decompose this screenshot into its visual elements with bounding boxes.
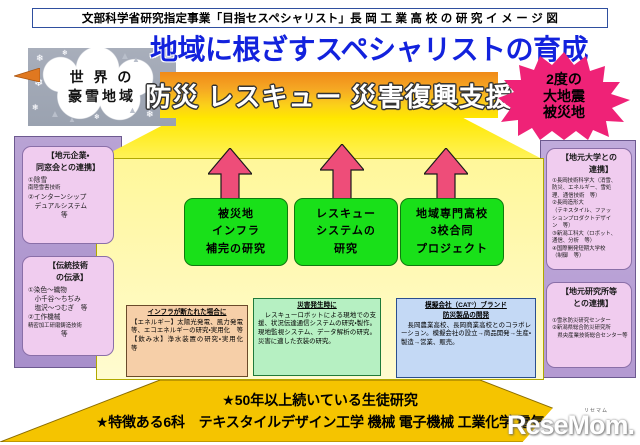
main-headline-text: 地域に根ざすスペシャリストの育成 (150, 34, 589, 65)
card-left-1-title-1: 【地元企業・ (46, 151, 90, 160)
card-left-1-line-4: 等 (28, 212, 68, 219)
card-left-2-small: 精密加工研磨鋳造技術 (28, 322, 82, 329)
theme-banner: 防災 レスキュー 災害復興支援 (145, 72, 512, 118)
card-left-1-small: 南陸雪害技術 (28, 185, 61, 191)
starburst-shape-icon (498, 52, 630, 140)
tree-icon: ▲ (128, 105, 137, 115)
card-left-2-title-1: 【伝統技術 (48, 261, 88, 270)
detail-box-rescue: 災害発生時に レスキューロボットによる現地での支援、状況伝達通信システムの研究・… (253, 298, 381, 376)
snowflake-icon: ❄ (34, 77, 44, 89)
card-local-university[interactable]: 【地元大学との 連携】 ①長岡技術科学大（消雪、 防災、エネルギー、雪処 理、通… (546, 148, 632, 270)
card-left-1-title-2: 同窓会との連携】 (36, 163, 100, 173)
green-box-2-line-2: システムの (316, 225, 376, 238)
up-arrow-2 (320, 144, 364, 206)
bottom-band-shape (0, 380, 640, 442)
card-right-1-line-10: ④国際開発短期大学校 (552, 245, 606, 252)
card-right-1-line-8: ③新潟工科大（ロボット、 (552, 230, 617, 237)
detail-brand-body: 長岡農業高校、長岡商業高校とのコラボレーション。模擬会社の設立→商品開発→生産・… (401, 321, 531, 346)
card-left-1-line-3: デュアルシステム (28, 202, 87, 210)
page-title-text: 文部科学省研究指定事業「目指セスペシャリスト」長 岡 工 業 高 校 の 研 究… (81, 13, 559, 25)
tree-icon: ▲ (50, 109, 60, 120)
detail-infra-heading: インフラが断たれた場合に (147, 309, 227, 316)
card-right-1-line-3: 理、通信技術 等） (552, 192, 601, 199)
card-right-1-title-1: 【地元大学との (561, 153, 617, 162)
starburst-line-3: 被災地 (543, 104, 585, 121)
card-left-1-line-1: ①除雪 (28, 176, 48, 184)
green-box-1-line-3: 補完の研究 (206, 242, 266, 255)
detail-box-brand: 模擬会社（CAT°）ブランド 防災製品の開発 長岡農業高校、長岡商業高校とのコラ… (396, 298, 536, 378)
card-right-1-line-6: ションプロダクトデザイ (552, 215, 612, 222)
card-left-2-line-2: 小千谷〜ちぢみ (28, 296, 81, 303)
card-right-1-line-9: 通信、分析 等） (552, 238, 596, 245)
detail-box-infrastructure: インフラが断たれた場合に 【エネルギー】太陽光発電、風力発電 等、エコエネルギー… (126, 305, 248, 377)
up-arrow-3 (424, 148, 468, 210)
snow-region-caption: 世 界 の 豪雪地域 (28, 48, 176, 126)
card-right-2-title-1: 【地元研究所等 (561, 287, 617, 296)
card-right-1-line-7: ン 等） (552, 223, 574, 230)
snow-caption-line-1: 世 界 の (69, 69, 135, 86)
theme-banner-text: 防災 レスキュー 災害復興支援 (145, 81, 513, 112)
earthquake-starburst: 2度の 大地震 被災地 (498, 52, 630, 140)
card-right-2-title-2: との連携】 (565, 299, 613, 309)
small-orange-arrow-icon (14, 68, 40, 82)
green-box-three-school-project[interactable]: 地域専門高校 3校合同 プロジェクト (400, 198, 504, 266)
card-local-business-alumni[interactable]: 【地元企業・ 同窓会との連携】 ①除雪 南陸雪害技術 ②インターンシップ デュア… (22, 146, 114, 244)
snowflake-icon: ❄ (36, 53, 44, 63)
tree-icon: ▲ (68, 115, 76, 124)
snowflake-icon: ❄ (146, 109, 154, 119)
tree-icon: ▲ (120, 51, 130, 62)
snowflake-icon: ❄ (62, 50, 68, 57)
green-box-1-line-1: 被災地 (218, 208, 254, 221)
card-right-1-title-2: 連携】 (565, 165, 613, 175)
card-right-1-line-11: （制御 等） (552, 253, 585, 260)
card-right-1-line-4: ②長岡造形大 (552, 200, 584, 207)
green-box-infrastructure[interactable]: 被災地 インフラ 補完の研究 (184, 198, 288, 266)
snow-caption-line-2: 豪雪地域 (68, 88, 136, 104)
starburst-line-2: 大地震 (543, 87, 585, 104)
card-left-2-line-3: 塩沢〜つむぎ 等 (28, 305, 88, 313)
green-box-3-line-1: 地域専門高校 (416, 208, 488, 221)
card-left-2-title-2: の伝承】 (48, 273, 88, 283)
tree-icon: ▲ (132, 55, 140, 64)
card-left-2-line-5: 等 (28, 331, 68, 339)
card-right-2-line-3: 県央産業技術総合センター等 (552, 332, 628, 339)
snow-region-image: ❄ ❄ ❄ ❄ ❄ ❄ ❄ ❄ ▲ ▲ ▲ ▲ ▲ 世 界 の 豪雪地域 (28, 48, 176, 126)
card-local-research-institute[interactable]: 【地元研究所等 との連携】 ①雪氷防災研究センター ②新潟県総合防災研究所 県央… (546, 282, 632, 368)
card-right-1-line-1: ①長岡技術科学大（消雪、 (552, 177, 617, 184)
card-traditional-technique[interactable]: 【伝統技術 の伝承】 ①染色〜織物 小千谷〜ちぢみ 塩沢〜つむぎ 等 ②工作機械… (22, 256, 114, 356)
green-box-3-line-2: 3校合同 (430, 225, 474, 238)
card-left-2-line-1: ①染色〜織物 (28, 286, 67, 294)
card-right-2-line-2: ②新潟県総合防災研究所 (552, 325, 611, 332)
detail-infra-body: 【エネルギー】太陽光発電、風力発電 等、エコエネルギーの研究・実用化 等 【飲み… (131, 318, 247, 352)
green-box-2-line-3: 研究 (334, 242, 358, 255)
yellow-stage-divider (96, 158, 544, 159)
detail-rescue-heading: 災害発生時に (297, 302, 337, 309)
snowflake-icon: ❄ (152, 51, 159, 60)
starburst-line-1: 2度の (546, 71, 582, 88)
detail-brand-heading-1: 模擬会社（CAT°）ブランド (425, 302, 507, 309)
green-box-1-line-2: インフラ (212, 225, 260, 238)
snowflake-icon: ❄ (94, 114, 100, 121)
page-title: 文部科学省研究指定事業「目指セスペシャリスト」長 岡 工 業 高 校 の 研 究… (32, 8, 608, 28)
green-box-3-line-3: プロジェクト (416, 242, 488, 255)
card-right-1-line-2: 防災、エネルギー、雪処 (552, 185, 612, 192)
card-right-1-line-5: （テキスタイル、ファッ (552, 208, 612, 215)
green-box-rescue-system[interactable]: レスキュー システムの 研究 (294, 198, 398, 266)
snowflake-icon: ❄ (32, 103, 39, 112)
card-left-1-line-2: ②インターンシップ (28, 193, 87, 201)
detail-rescue-body: レスキューロボットによる現地での支援、状況伝達通信システムの研究・製作。現地監視… (258, 311, 376, 345)
card-left-2-line-4: ②工作機械 (28, 314, 61, 322)
starburst-caption: 2度の 大地震 被災地 (498, 52, 630, 140)
detail-brand-heading-2: 防災製品の開発 (442, 311, 490, 319)
up-arrow-1 (208, 148, 252, 210)
card-right-2-line-1: ①雪氷防災研究センター (552, 317, 611, 324)
green-box-2-line-1: レスキュー (316, 208, 376, 221)
main-headline: 地域に根ざすスペシャリストの育成 (150, 30, 589, 66)
